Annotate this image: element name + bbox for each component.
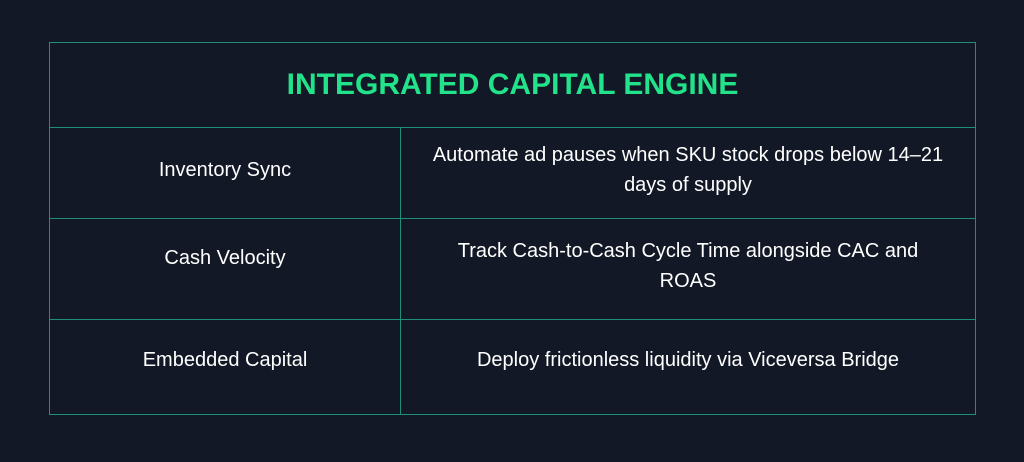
table-row-embedded-capital: Embedded Capital Deploy frictionless liq… — [50, 320, 975, 415]
capital-engine-table: INTEGRATED CAPITAL ENGINE Inventory Sync… — [49, 42, 976, 415]
row-description: Automate ad pauses when SKU stock drops … — [432, 144, 944, 196]
row-label: Embedded Capital — [50, 320, 401, 415]
table-title: INTEGRATED CAPITAL ENGINE — [286, 68, 739, 101]
table-row-inventory-sync: Inventory Sync Automate ad pauses when S… — [50, 128, 975, 219]
row-description-cell: Deploy frictionless liquidity via Viceve… — [401, 320, 975, 415]
row-description-cell: Automate ad pauses when SKU stock drops … — [401, 128, 975, 218]
row-description: Track Cash-to-Cash Cycle Time alongside … — [457, 240, 919, 292]
row-label: Cash Velocity — [50, 219, 401, 319]
table-row-cash-velocity: Cash Velocity Track Cash-to-Cash Cycle T… — [50, 219, 975, 320]
table-title-row: INTEGRATED CAPITAL ENGINE — [50, 43, 975, 128]
row-description: Deploy frictionless liquidity via Viceve… — [476, 348, 900, 371]
row-label: Inventory Sync — [50, 128, 401, 218]
row-description-cell: Track Cash-to-Cash Cycle Time alongside … — [401, 219, 975, 319]
